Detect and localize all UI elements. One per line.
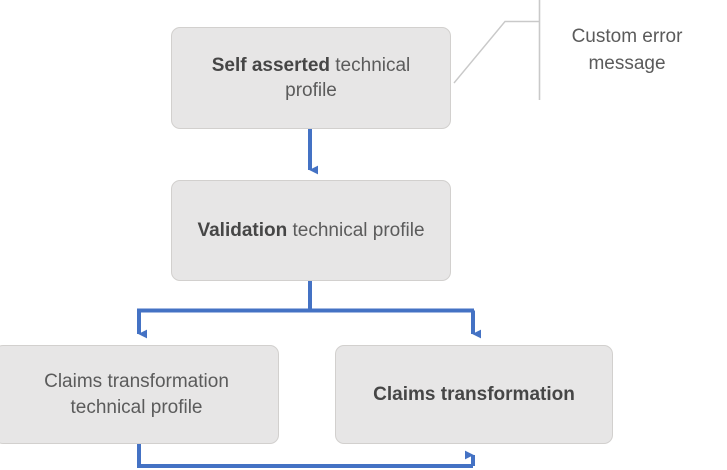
arrow-claims-loop-back xyxy=(137,444,475,468)
node-self-asserted-regular-text: technical profile xyxy=(285,54,411,101)
node-validation-bold-text: Validation xyxy=(197,219,288,241)
callout-label-custom-error-message: Custom error message xyxy=(571,26,683,74)
node-validation-technical-profile[interactable]: Validation technical profile xyxy=(171,180,451,281)
node-claims-transformation-technical-profile-label: Claims transformation technical profile xyxy=(9,369,264,419)
node-self-asserted-technical-profile[interactable]: Self asserted technical profile xyxy=(171,27,451,129)
node-validation-regular-text: technical profile xyxy=(287,219,425,241)
node-claims-transformation-label: Claims transformation xyxy=(350,382,598,407)
node-validation-label: Validation technical profile xyxy=(186,218,436,243)
node-claims-transformation[interactable]: Claims transformation xyxy=(335,345,613,444)
node-self-asserted-label: Self asserted technical profile xyxy=(186,53,436,103)
arrow-validation-branch xyxy=(137,281,482,339)
node-claims-transformation-bold-text: Claims transformation xyxy=(373,383,575,405)
node-self-asserted-bold-text: Self asserted xyxy=(211,54,330,76)
node-claims-transformation-technical-profile-regular-text: Claims transformation technical profile xyxy=(44,371,229,418)
node-claims-transformation-technical-profile[interactable]: Claims transformation technical profile xyxy=(0,345,279,444)
callout-leader-line xyxy=(453,0,541,100)
